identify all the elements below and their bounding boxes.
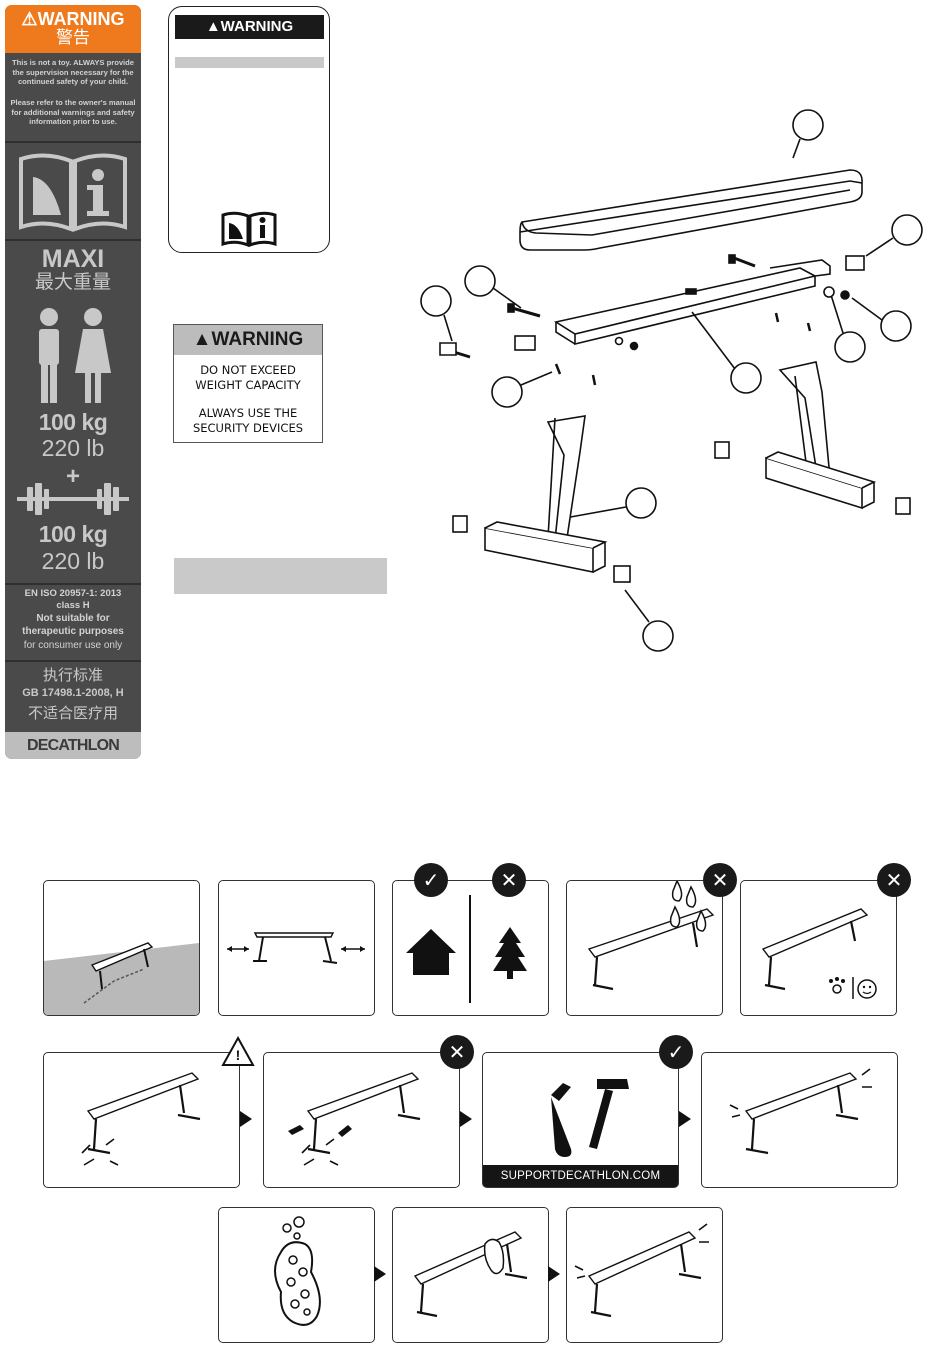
label-load-kg: 100 kg [38, 521, 108, 547]
pictogram-no-self-repair [263, 1052, 460, 1188]
warning-line-2: WEIGHT CAPACITY [195, 378, 301, 392]
cross-icon: ✕ [877, 863, 911, 897]
callout-frame [730, 362, 762, 394]
pictogram-no-pets-children [740, 880, 897, 1016]
house-icon [406, 929, 456, 975]
label-warning-cn: 警告 [56, 28, 90, 48]
warning-triangle-icon: ▲ [205, 18, 221, 35]
check-icon: ✓ [414, 863, 448, 897]
label-plus: + [65, 463, 80, 490]
tree-icon [493, 927, 527, 971]
card-grey-line [175, 57, 324, 68]
label-user-kg: 100 kg [38, 409, 108, 435]
hammer-icon [288, 1125, 304, 1135]
callout-bolt [464, 265, 496, 297]
screwdriver-icon [551, 1083, 571, 1101]
callout-seat [792, 109, 824, 141]
label-not-suitable: Not suitable for therapeutic purposes [22, 613, 124, 637]
users-icon [39, 308, 111, 403]
pictogram-indoor-only [392, 880, 549, 1016]
warning-line-1: DO NOT EXCEED [200, 363, 296, 377]
label-load-lb: 220 lb [41, 548, 105, 574]
support-url: SUPPORTDECATHLON.COM [500, 1170, 661, 1182]
child-face-icon [857, 979, 877, 999]
callout-nut [880, 310, 912, 342]
main-frame [553, 259, 831, 346]
sponge-icon [274, 1241, 321, 1326]
pictogram-no-water [566, 880, 723, 1016]
read-manual-icon [221, 211, 277, 247]
barbell-icon [17, 483, 129, 515]
callout-foot-cap [642, 620, 674, 652]
label-warning-title: WARNING [37, 9, 125, 29]
warning-line-4: SECURITY DEVICES [192, 421, 304, 435]
brand-logo: DECATHLON [5, 732, 141, 759]
weight-warning-title: WARNING [211, 329, 304, 350]
end-caps [452, 255, 911, 583]
pictogram-clearance [218, 880, 375, 1016]
callout-screw [491, 376, 523, 408]
label-standard: EN ISO 20957-1: 2013 [24, 588, 122, 599]
label-maxi-cn: 最大重量 [34, 271, 111, 293]
callout-leg [625, 487, 657, 519]
front-leg [484, 415, 608, 573]
label-user-lb: 220 lb [41, 435, 105, 461]
sponge-icon [483, 1238, 505, 1275]
bench-exploded-diagram [420, 109, 923, 652]
callout-cap [891, 214, 923, 246]
callout-washer [834, 331, 866, 363]
label-cn-not-medical: 不适合医疗用 [27, 704, 118, 722]
water-drops-icon [669, 881, 707, 932]
pictogram-contact-support: SUPPORTDECATHLON.COM [482, 1052, 679, 1188]
check-icon: ✓ [659, 1035, 693, 1069]
warning-triangle-icon: ▲ [192, 329, 212, 350]
screwdriver-icon [338, 1125, 352, 1137]
hammer-icon [597, 1079, 629, 1089]
label-consumer: for consumer use only [23, 640, 123, 651]
next-arrow-icon [548, 1266, 560, 1282]
read-manual-icon [19, 153, 127, 232]
next-arrow-icon [374, 1266, 386, 1282]
next-arrow-icon [679, 1111, 691, 1127]
warning-card: ▲WARNING [168, 6, 330, 253]
paw-icon [832, 984, 842, 994]
pictogram-clean-seat [392, 1207, 549, 1343]
cross-icon: ✕ [440, 1035, 474, 1069]
next-arrow-icon [460, 1111, 472, 1127]
caution-mark: ! [235, 1047, 241, 1063]
pictogram-flat-surface [43, 880, 200, 1016]
warning-line-3: ALWAYS USE THE [198, 406, 298, 420]
cross-icon: ✕ [492, 863, 526, 897]
rear-leg [765, 361, 877, 510]
label-cn-standard: 执行标准 [42, 666, 103, 684]
bolts [439, 254, 850, 386]
pictogram-clean-bench [566, 1207, 723, 1343]
card-warning-title: WARNING [220, 18, 294, 35]
callout-pin [420, 285, 452, 317]
seat-pad [519, 169, 863, 251]
pictogram-check-wear [43, 1052, 240, 1188]
label-maxi: MAXI [41, 245, 105, 273]
pictogram-ready-to-use [701, 1052, 898, 1188]
grey-placeholder-bar [174, 558, 387, 594]
label-class: class H [56, 600, 90, 611]
label-gb: GB 17498.1-2008, H [22, 687, 124, 699]
cross-icon: ✕ [703, 863, 737, 897]
caution-icon [221, 1035, 255, 1066]
next-arrow-icon [240, 1111, 252, 1127]
weight-warning-box: ▲WARNING DO NOT EXCEED WEIGHT CAPACITY A… [173, 324, 323, 443]
pictogram-sponge [218, 1207, 375, 1343]
label-toy-text: This is not a toy. ALWAYS provide the su… [11, 58, 135, 87]
label-warning-header: ⚠WARNING 警告 [5, 5, 141, 53]
product-safety-label: ⚠WARNING 警告 This is not a toy. ALWAYS pr… [5, 5, 141, 759]
warning-triangle-icon: ⚠ [21, 9, 38, 29]
label-manual-text: Please refer to the owner's manual for a… [10, 98, 136, 127]
